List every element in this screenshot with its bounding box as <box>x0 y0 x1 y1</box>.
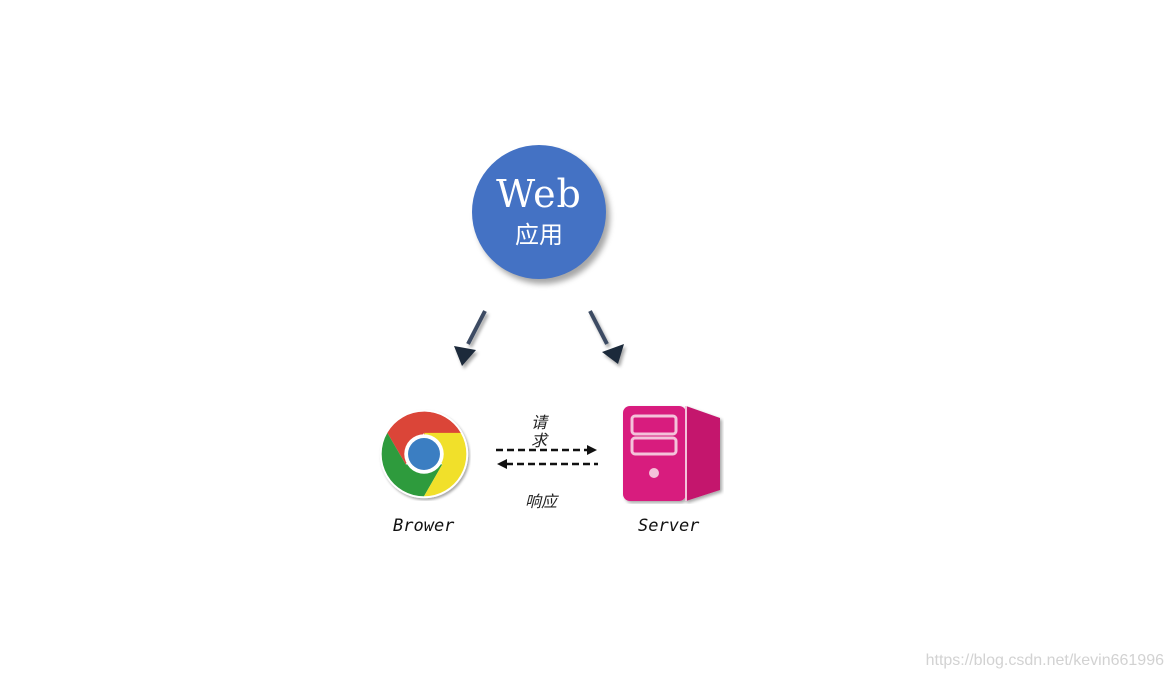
server-icon <box>623 406 720 501</box>
browser-label: Brower <box>393 516 455 536</box>
request-label: 请求 <box>530 413 547 450</box>
web-app-subtitle: 应用 <box>515 221 563 249</box>
watermark-url: https://blog.csdn.net/kevin661996 <box>925 652 1164 669</box>
server-label: Server <box>638 516 700 536</box>
arrow-web-to-server <box>588 310 624 364</box>
arrow-web-to-browser <box>454 310 487 366</box>
response-label: 响应 <box>525 492 558 511</box>
web-app-node: Web 应用 <box>472 145 606 279</box>
response-arrow <box>497 459 598 469</box>
web-app-title: Web <box>496 172 582 216</box>
request-arrow <box>496 445 597 455</box>
chrome-icon <box>379 409 469 499</box>
